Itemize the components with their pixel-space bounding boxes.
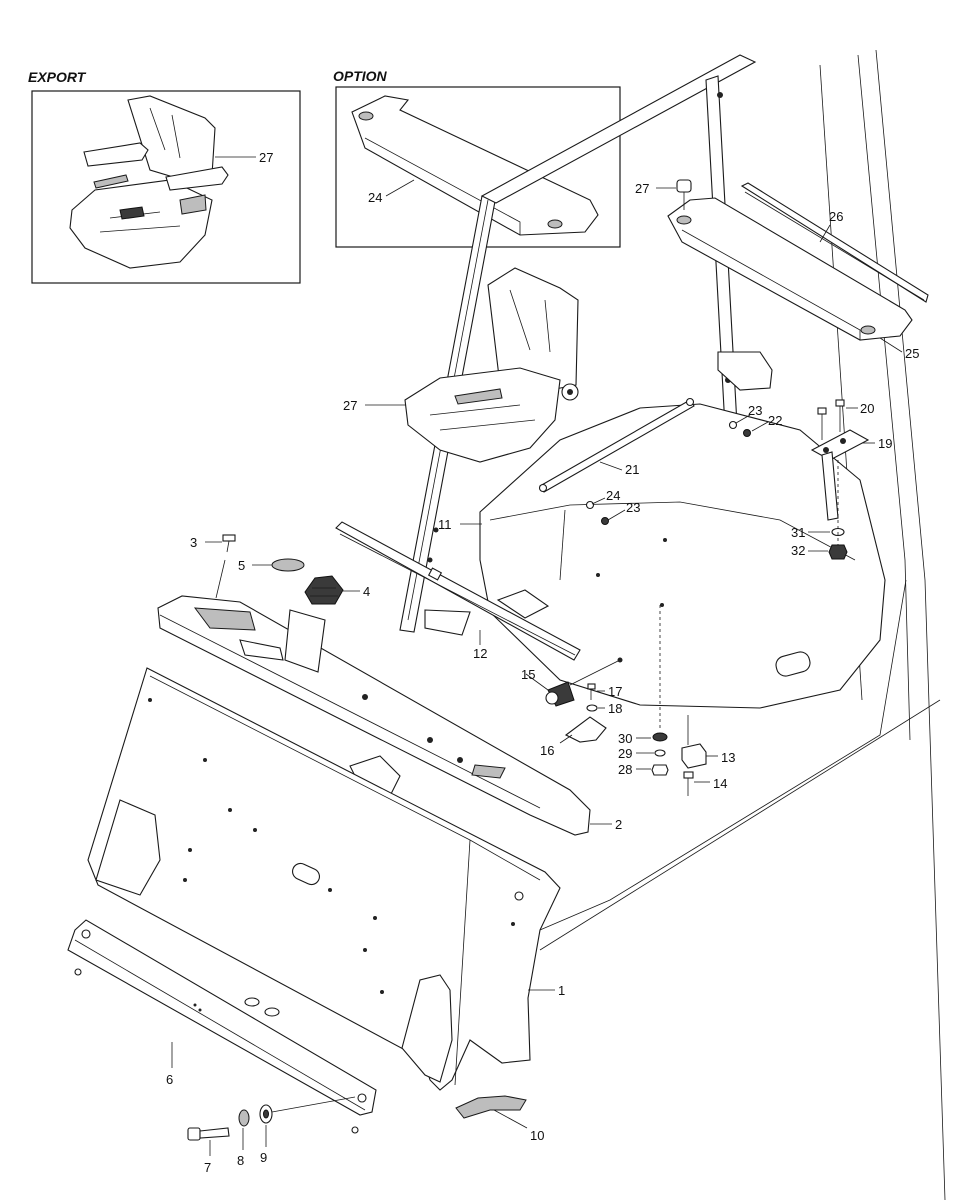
hood-bracket	[496, 589, 550, 619]
callout-24: 25	[905, 346, 919, 361]
callout-22-upper: 22	[768, 413, 782, 428]
callout-23-upper: 23	[748, 403, 762, 418]
callout-1: 1	[558, 983, 565, 998]
callout-23-lower: 24	[606, 488, 620, 503]
grommet-30	[652, 732, 668, 742]
callout-6: 6	[166, 1072, 173, 1087]
callout-leader-24	[879, 337, 903, 353]
callout-leader-25	[819, 224, 831, 243]
callout-27-export: 27	[259, 150, 273, 165]
seat-rail-12	[335, 521, 581, 661]
callout-leader-21	[599, 461, 623, 471]
knob-26	[676, 179, 692, 210]
latch-15	[545, 657, 623, 707]
callout-32: 32	[791, 543, 805, 558]
callout-15: 15	[521, 667, 535, 682]
callout-11: 11	[438, 517, 452, 532]
export-inset-frame	[31, 90, 301, 284]
callout-10: 10	[530, 1128, 544, 1143]
callout-2: 2	[615, 817, 622, 832]
boot-4	[284, 575, 344, 673]
nut-28	[651, 764, 669, 776]
front-panel-1	[87, 667, 561, 1091]
mast-bracket	[717, 351, 773, 391]
callout-31: 31	[791, 525, 805, 540]
clip-23-lower	[585, 500, 595, 510]
step-pad-10	[455, 1095, 527, 1119]
callout-27: 27	[343, 398, 357, 413]
callout-30: 30	[618, 731, 632, 746]
export-inset-title: EXPORT	[28, 69, 87, 85]
nut-22-lower	[601, 517, 609, 525]
callout-5: 5	[238, 558, 245, 573]
callout-leader-16	[559, 734, 573, 744]
callout-4: 4	[363, 584, 370, 599]
export-inset: EXPORT 27	[28, 69, 301, 284]
rail-25	[740, 182, 929, 303]
callout-17: 17	[608, 684, 622, 699]
washer-29	[654, 749, 666, 757]
cap-5	[271, 558, 305, 572]
screw-17	[587, 683, 596, 700]
callout-28: 28	[618, 762, 632, 777]
callout-19: 19	[878, 436, 892, 451]
washer-18	[586, 704, 598, 712]
option-tray-illustration	[351, 95, 599, 236]
callout-leader-10	[493, 1109, 528, 1129]
hinge-19	[810, 429, 870, 521]
gas-strut	[538, 397, 695, 493]
callout-25: 26	[829, 209, 843, 224]
callout-leader-15	[525, 673, 549, 691]
export-seat-illustration	[69, 95, 229, 269]
callout-leader-24-option	[385, 179, 415, 197]
callout-18: 18	[608, 701, 622, 716]
callout-26: 27	[635, 181, 649, 196]
bolt-3	[215, 534, 236, 599]
callout-22-lower: 23	[626, 500, 640, 515]
engine-hood	[479, 403, 886, 709]
callout-29: 29	[618, 746, 632, 761]
clip-23-upper	[728, 420, 738, 430]
callout-8: 8	[237, 1153, 244, 1168]
callout-7: 7	[204, 1160, 211, 1175]
operator-seat	[404, 267, 579, 463]
callout-20: 20	[860, 401, 874, 416]
cross-member-2	[157, 595, 591, 836]
bolt-14	[683, 771, 694, 796]
callout-21: 21	[625, 462, 639, 477]
callout-14: 14	[713, 776, 727, 791]
callout-9: 9	[260, 1150, 267, 1165]
callout-24-option: 24	[368, 190, 382, 205]
option-inset-title: OPTION	[333, 68, 388, 84]
callout-13: 13	[721, 750, 735, 765]
callout-12: 12	[473, 646, 487, 661]
callout-16: 16	[540, 743, 554, 758]
bolt-7	[187, 1127, 230, 1141]
storage-tray	[667, 197, 913, 341]
bolts-20	[817, 399, 845, 440]
latch-bracket-16	[564, 716, 607, 743]
nut-22-upper	[743, 429, 751, 437]
washer-8	[238, 1109, 250, 1127]
support-block	[424, 609, 471, 636]
block-13	[681, 743, 707, 769]
nut-32	[828, 544, 848, 560]
kick-plate-6	[67, 919, 377, 1134]
callout-3: 3	[190, 535, 197, 550]
